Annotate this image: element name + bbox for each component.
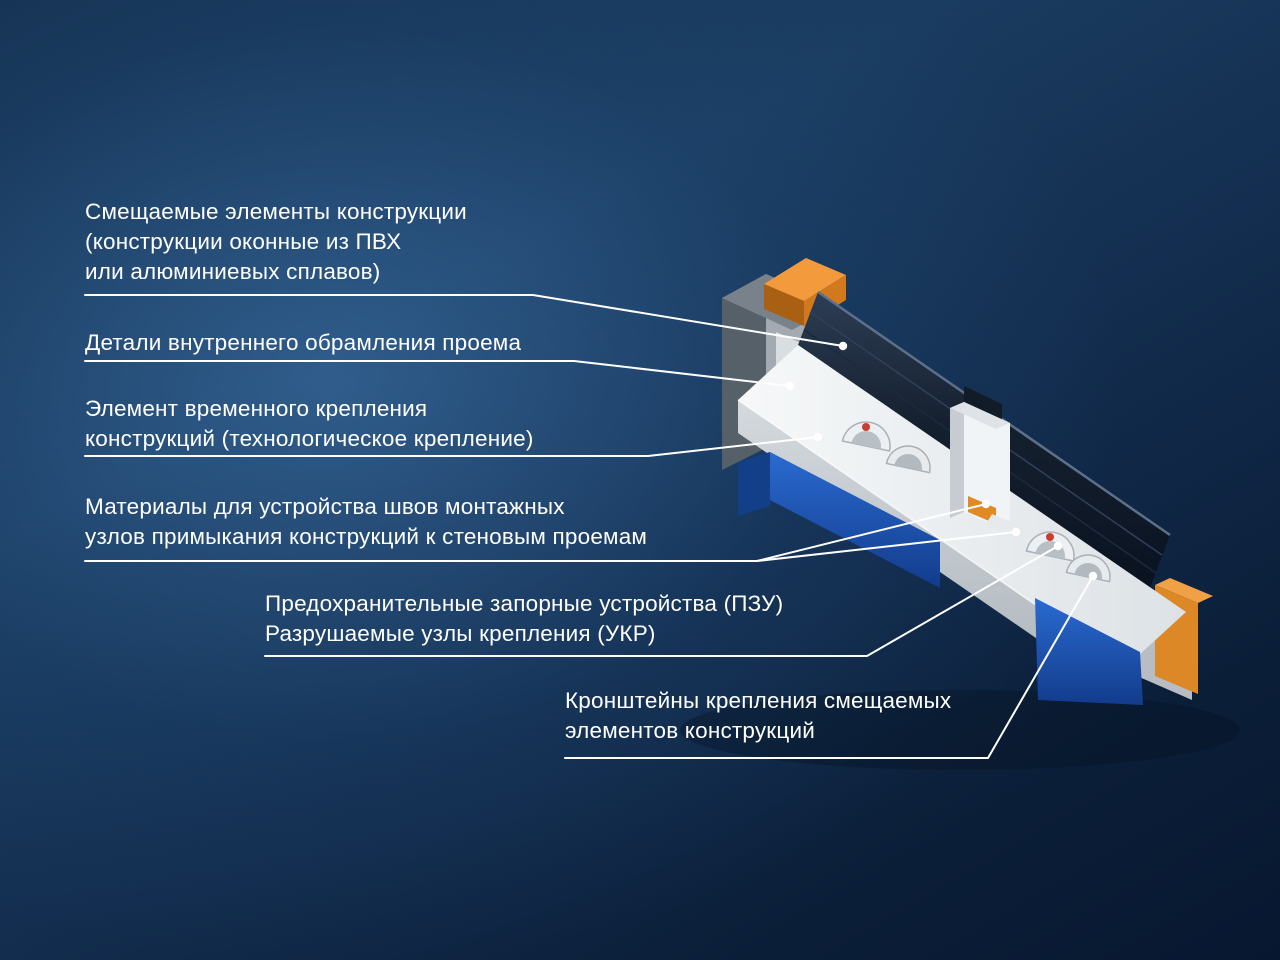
label-line: конструкций (технологическое крепление) [85,426,534,451]
label-line: Кронштейны крепления смещаемых [565,688,952,713]
leader-inner-framing [84,360,795,391]
leader-mounting-brackets [564,571,1098,759]
label-line: (конструкции оконные из ПВХ [85,229,402,254]
label-mounting-brackets: Кронштейны крепления смещаемых элементов… [565,686,951,746]
lock-pin [862,423,870,431]
label-displaced-elements: Смещаемые элементы конструкции (конструк… [85,197,467,287]
fastening-bracket [885,445,931,474]
label-line: Элемент временного крепления [85,396,428,421]
label-line: узлов примыкания конструкций к стеновым … [85,524,648,549]
leader-displaced-elements [84,294,848,351]
label-line: Предохранительные запорные устройства (П… [265,591,784,616]
lock-pin [1046,533,1054,541]
leader-dot [1011,527,1021,537]
leader-temporary-fastening [84,432,823,457]
seam-material-block [968,496,1014,533]
label-safety-locking-devices: Предохранительные запорные устройства (П… [265,589,783,649]
leader-dot [813,432,823,442]
label-line: Смещаемые элементы конструкции [85,199,467,224]
leader-dot [838,341,848,351]
base-channel-blue [738,452,1143,705]
label-line: Детали внутреннего обрамления проема [85,330,522,355]
label-temporary-fastening: Элемент временного крепления конструкций… [85,394,534,454]
leader-dot [981,499,991,509]
leader-dot [785,381,795,391]
label-inner-framing: Детали внутреннего обрамления проема [85,328,521,358]
leader-safety-locking-devices [264,541,1063,657]
leader-dot [1053,541,1063,551]
label-seam-materials: Материалы для устройства швов монтажных … [85,492,647,552]
ground-shadow [680,690,1240,770]
label-line: Материалы для устройства швов монтажных [85,494,565,519]
label-line: Разрушаемые узлы крепления (УКР) [265,621,656,646]
label-line: элементов конструкций [565,718,815,743]
fastening-bracket [841,421,891,452]
label-line: или алюминиевых сплавов) [85,259,381,284]
leader-dot [1088,571,1098,581]
leader-seam-materials [84,499,1021,562]
